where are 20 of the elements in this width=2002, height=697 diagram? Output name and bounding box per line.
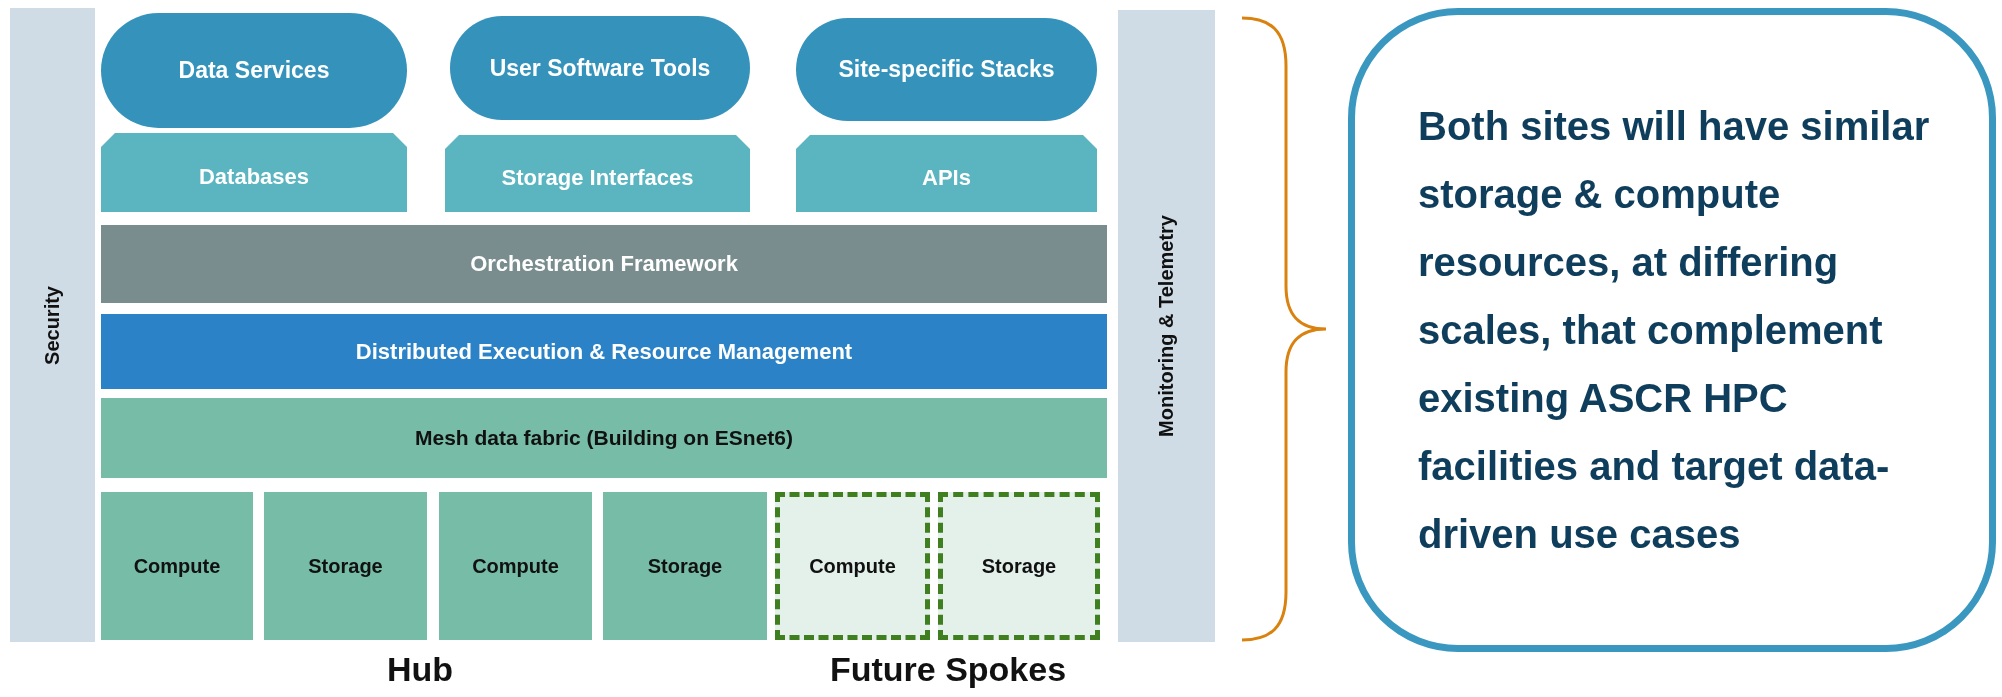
service-pill: Data Services — [101, 13, 407, 128]
interface-tab: APIs — [796, 135, 1097, 212]
layer-bar: Orchestration Framework — [101, 225, 1107, 303]
section-label: Hub — [386, 650, 454, 689]
resource-box: Compute — [439, 492, 592, 640]
section-label: Future Spokes — [829, 650, 1067, 689]
security-sidebar: Security — [10, 8, 95, 642]
layer-bar: Mesh data fabric (Building on ESnet6) — [101, 398, 1107, 478]
interface-tab: Storage Interfaces — [445, 135, 750, 212]
service-pill: Site-specific Stacks — [796, 18, 1097, 121]
dashed-resource-box: Compute — [775, 492, 930, 640]
layer-bar: Distributed Execution & Resource Management — [101, 314, 1107, 389]
monitoring-sidebar: Monitoring & Telemetry — [1118, 10, 1215, 642]
resource-box: Storage — [603, 492, 767, 640]
dashed-resource-box: Storage — [938, 492, 1100, 640]
service-pill: User Software Tools — [450, 16, 750, 120]
resource-box: Storage — [264, 492, 427, 640]
interface-tab: Databases — [101, 133, 407, 212]
callout-box: Both sites will have similar storage & compute resources, at differing scales, that complement existing ASCR HPC facilities and target data-driven use cases — [1348, 8, 1996, 652]
resource-box: Compute — [101, 492, 253, 640]
